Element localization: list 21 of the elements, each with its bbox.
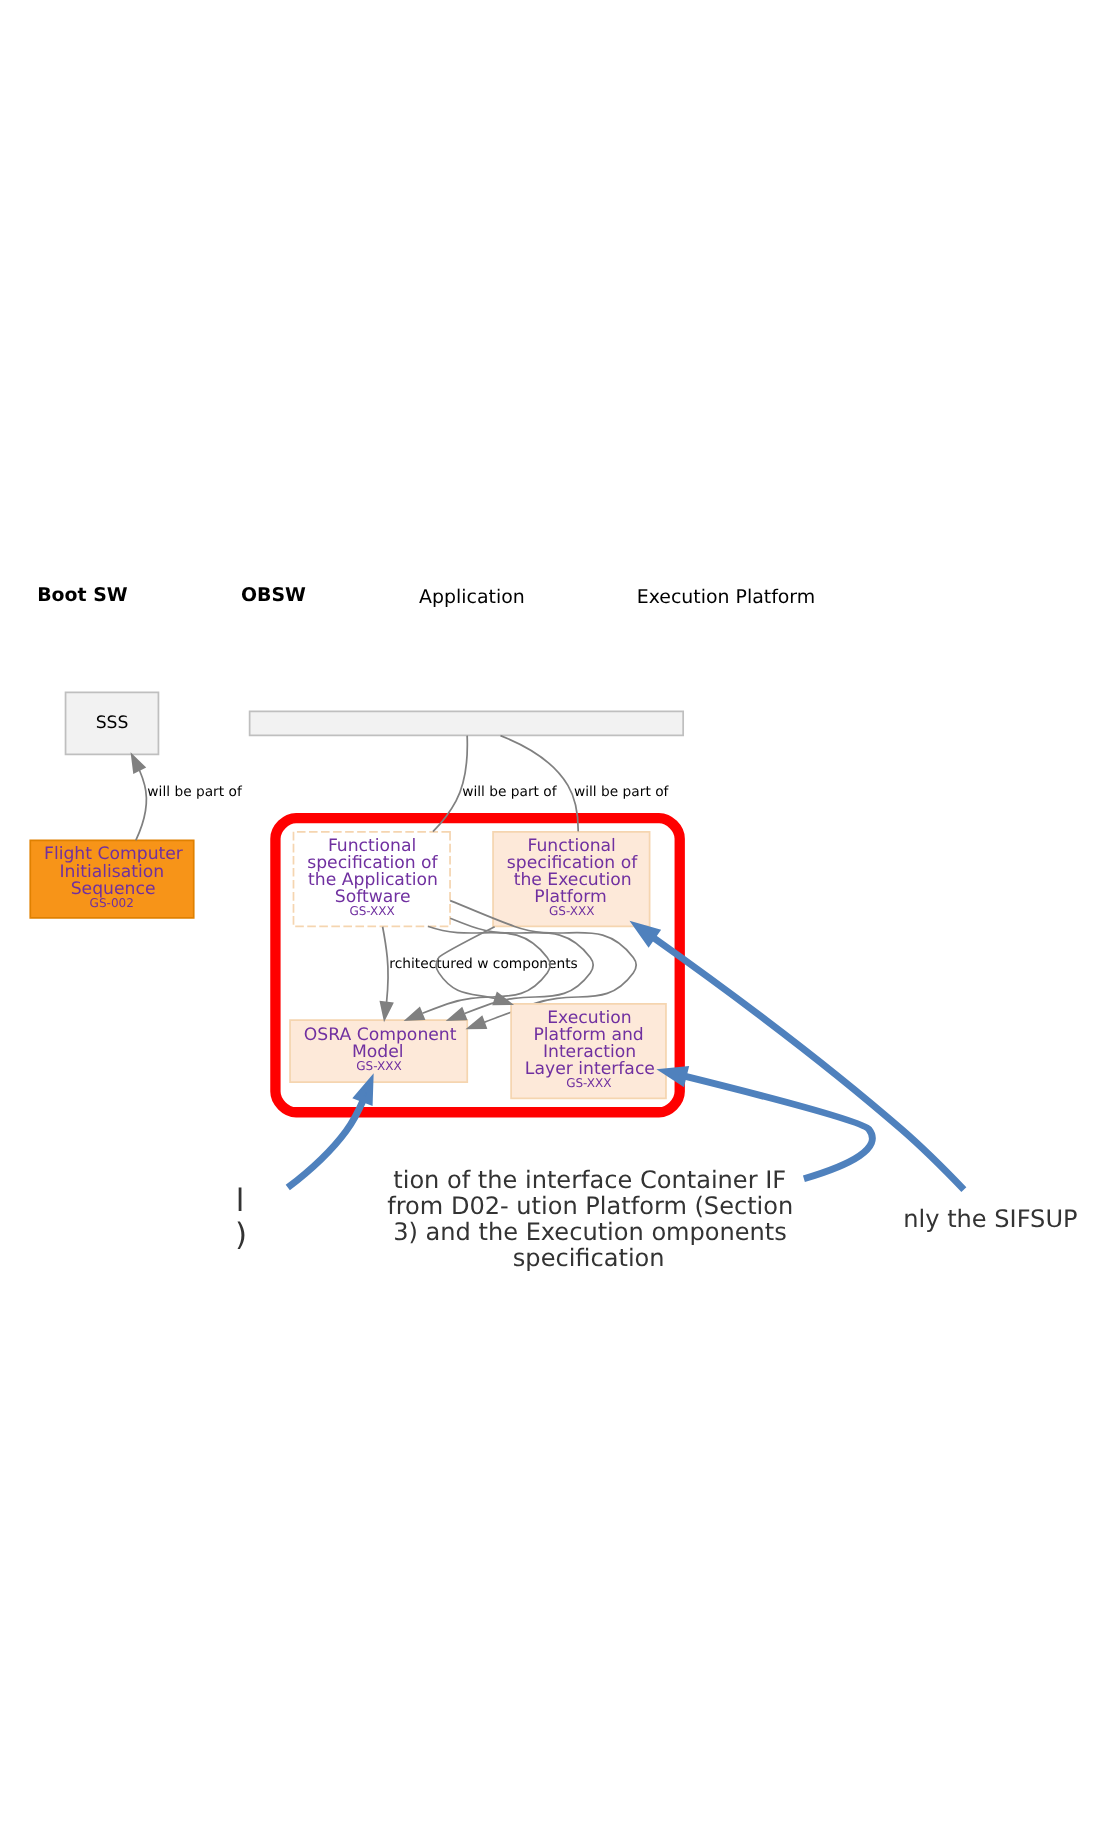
label: Boot SW [37, 584, 128, 607]
arrow [656, 1066, 876, 1183]
arrow [445, 917, 595, 1021]
cluster [270, 812, 685, 1118]
arrow [130, 752, 148, 842]
arrow [403, 925, 552, 1022]
arrow [285, 1073, 374, 1191]
label: Application [419, 586, 525, 609]
label: Execution Platform [636, 586, 816, 609]
node-text: nly the SIFSUP [903, 1204, 1078, 1233]
arrow [629, 920, 967, 1193]
node-bar [248, 710, 684, 737]
node-text: tion of the interface Container IF from D02- ution Platform (Section 3) and the Execution omponents specification [387, 1166, 794, 1272]
connector [499, 734, 579, 833]
label: OBSW [241, 584, 306, 607]
arrow [449, 899, 638, 1030]
arrow [435, 925, 515, 1006]
node-text: l ) [235, 1182, 248, 1254]
arrow [379, 925, 394, 1023]
node-box: SSS [64, 691, 160, 756]
connector [432, 734, 469, 833]
